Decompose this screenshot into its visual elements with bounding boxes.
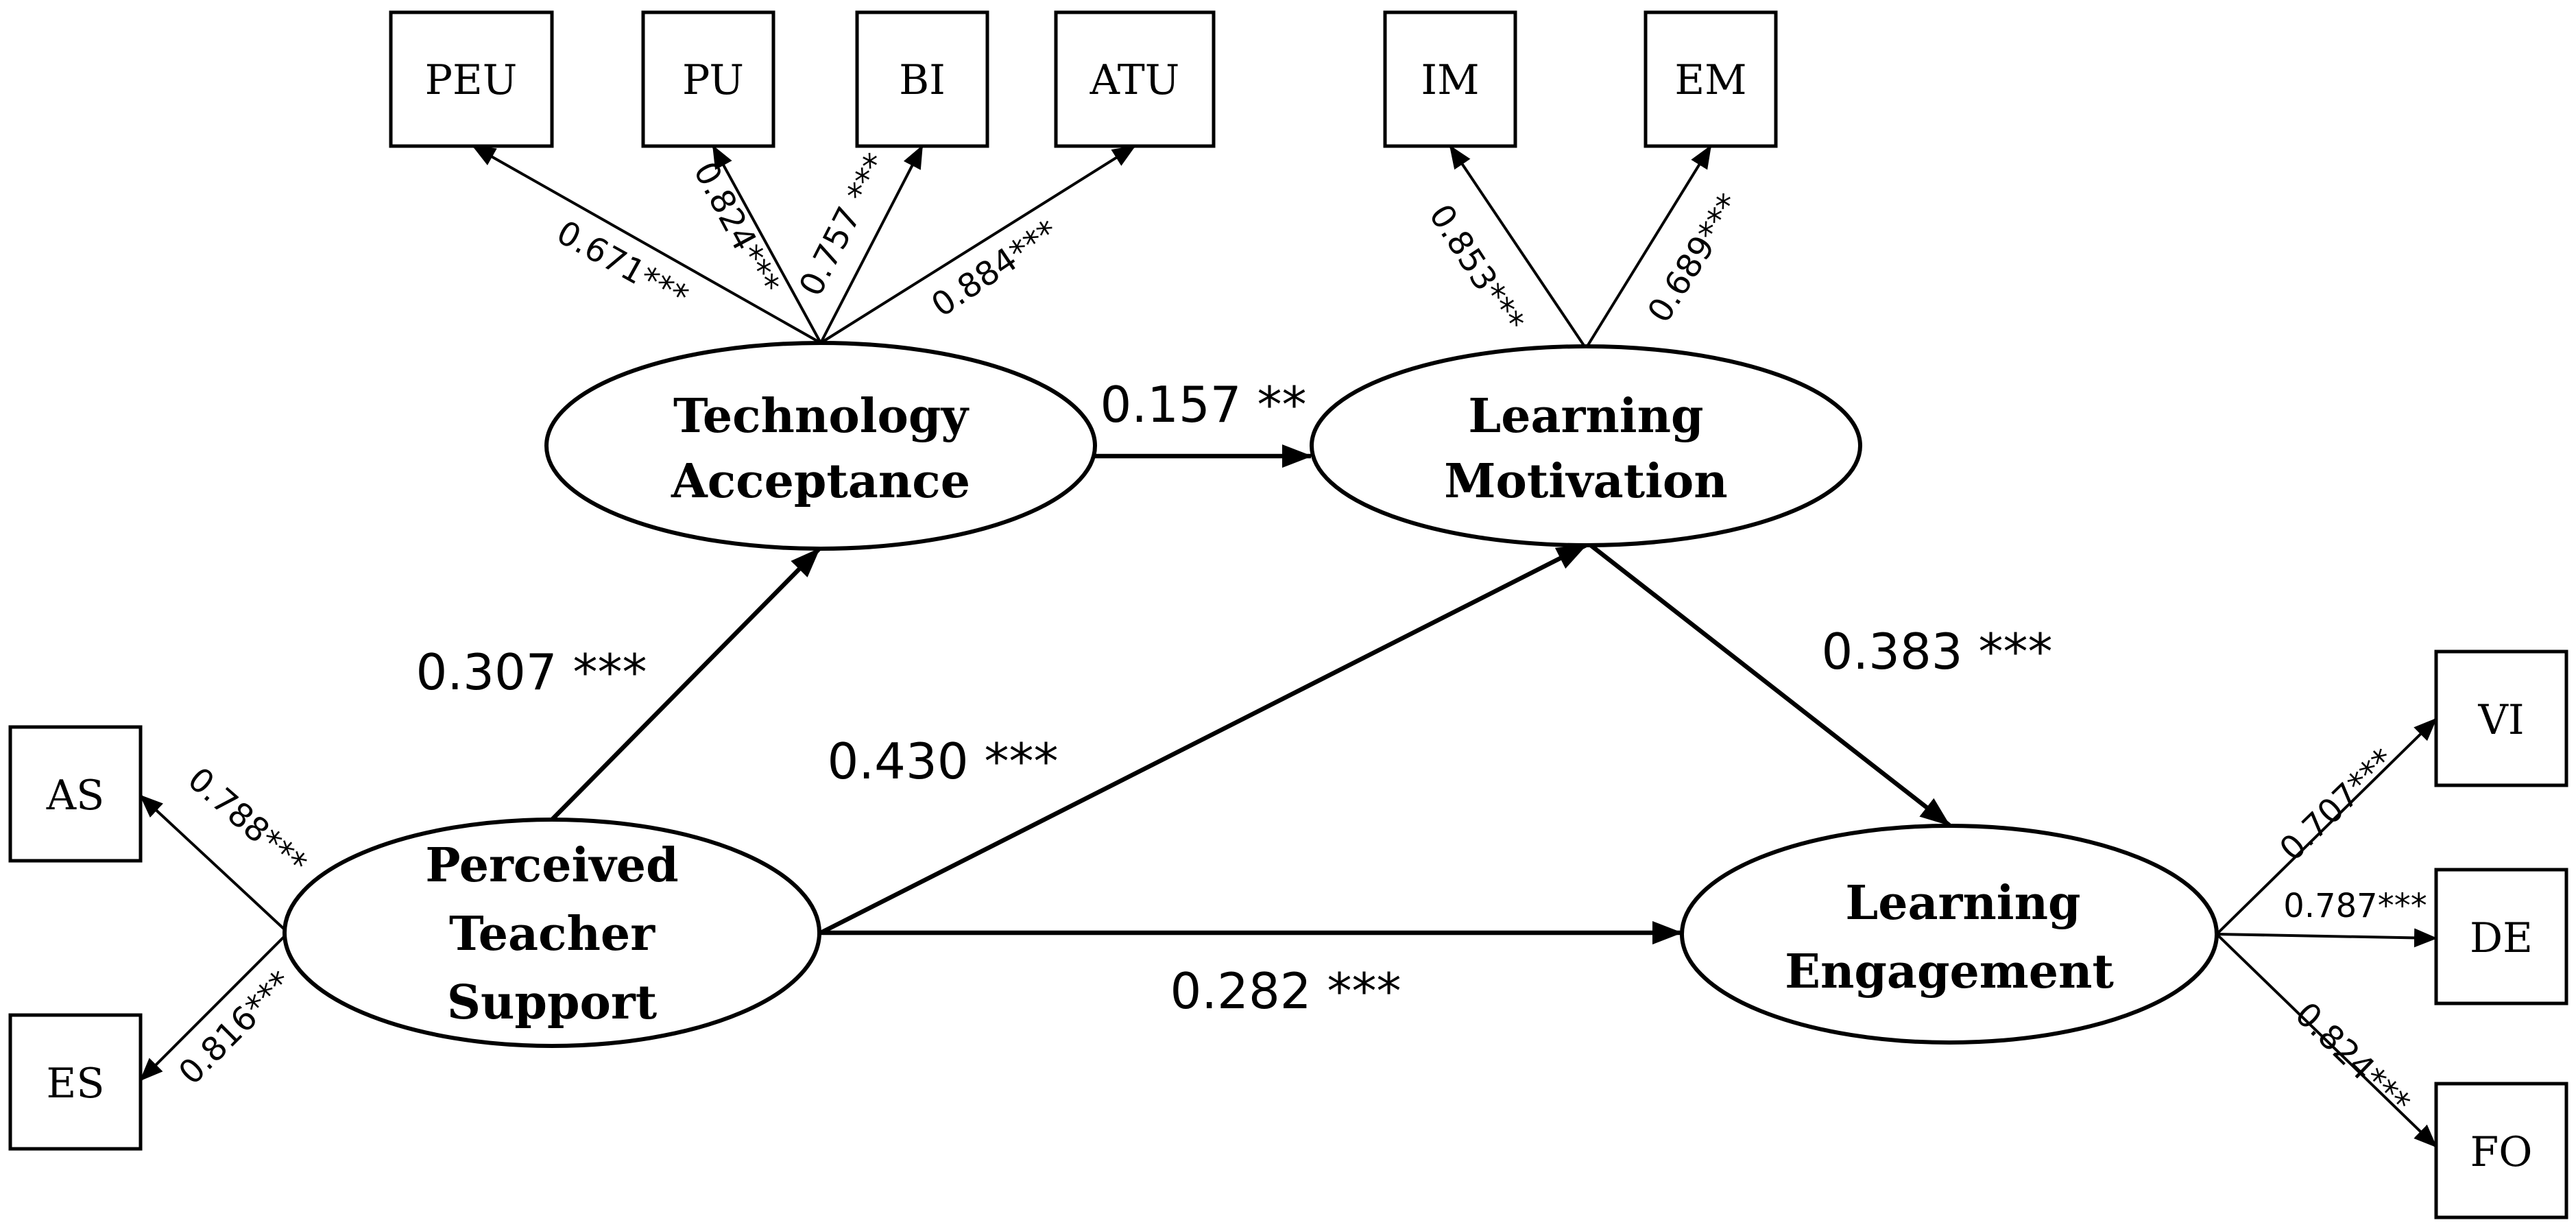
loading-label-vi: 0.707***	[2272, 741, 2403, 869]
indicator-fo: FO	[2434, 1082, 2568, 1219]
loading-arrow-es	[139, 933, 288, 1082]
loading-label-atu: 0.884***	[925, 213, 1066, 325]
path-label-ta-to-lm: 0.157 **	[1100, 376, 1306, 433]
indicator-bi-label: BI	[899, 56, 946, 104]
loading-arrow-fo	[2215, 933, 2437, 1148]
indicator-vi: VI	[2434, 650, 2568, 787]
loading-label-em: 0.689***	[1640, 187, 1748, 329]
indicator-pu: PU	[641, 10, 775, 148]
path-arrow-pts-to-lm	[819, 543, 1587, 935]
path-arrow-lm-to-le	[1589, 543, 1951, 827]
loading-arrow-em	[1585, 145, 1712, 350]
indicator-bi: BI	[855, 10, 989, 148]
loading-label-im: 0.853***	[1421, 198, 1532, 339]
indicator-as-label: AS	[46, 772, 104, 820]
latent-learning-motivation: Learning Motivation	[1310, 344, 1862, 547]
loading-label-de: 0.787***	[2283, 887, 2427, 925]
loading-arrow-de	[2216, 928, 2437, 948]
loading-arrow-atu	[819, 145, 1136, 344]
indicator-peu: PEU	[389, 10, 554, 148]
indicator-em-label: EM	[1674, 56, 1746, 104]
latent-learning-motivation-line2: Motivation	[1444, 454, 1727, 509]
indicator-atu-label: ATU	[1090, 56, 1180, 104]
latent-perceived-teacher-support-line1: Perceived	[425, 838, 678, 893]
indicator-as: AS	[8, 725, 143, 863]
loading-arrow-im	[1449, 145, 1587, 350]
loading-arrow-peu	[472, 145, 821, 344]
loading-arrow-bi	[819, 145, 924, 344]
latent-learning-engagement-line2: Engagement	[1785, 944, 2114, 999]
path-label-pts-to-lm: 0.430 ***	[827, 732, 1058, 790]
indicator-de-label: DE	[2470, 914, 2533, 962]
indicator-peu-label: PEU	[425, 56, 518, 104]
latent-perceived-teacher-support-line2: Teacher	[449, 907, 655, 962]
loading-label-fo: 0.824***	[2287, 995, 2418, 1123]
indicator-fo-label: FO	[2470, 1128, 2533, 1176]
indicator-vi-label: VI	[2477, 696, 2524, 744]
indicator-im: IM	[1383, 10, 1517, 148]
indicator-de: DE	[2434, 868, 2568, 1005]
path-label-lm-to-le: 0.383 ***	[1821, 623, 2052, 680]
latent-technology-acceptance-line1: Technology	[673, 389, 970, 444]
loading-label-es: 0.816***	[171, 964, 300, 1093]
loading-arrow-vi	[2215, 717, 2437, 936]
latent-learning-motivation-line1: Learning	[1468, 389, 1703, 444]
path-label-pts-to-le: 0.282 ***	[1170, 962, 1401, 1020]
indicator-es-label: ES	[47, 1060, 105, 1108]
loading-arrow-pu	[712, 145, 822, 344]
loading-label-as: 0.788***	[180, 760, 314, 883]
indicator-atu: ATU	[1054, 10, 1216, 148]
path-label-pts-to-ta: 0.307 ***	[416, 643, 647, 701]
latent-perceived-teacher-support-line3: Support	[447, 975, 658, 1030]
indicator-em: EM	[1644, 10, 1778, 148]
latent-technology-acceptance: Technology Acceptance	[544, 341, 1097, 551]
indicator-es: ES	[8, 1013, 143, 1151]
loading-label-pu: 0.824***	[686, 156, 787, 300]
loading-arrow-as	[139, 794, 288, 933]
indicator-pu-label: PU	[682, 56, 744, 104]
latent-learning-engagement-line1: Learning	[1845, 876, 2080, 931]
latent-technology-acceptance-line2: Acceptance	[671, 454, 970, 509]
indicator-im-label: IM	[1421, 56, 1479, 104]
path-arrow-pts-to-ta	[550, 547, 821, 822]
latent-learning-engagement: Learning Engagement	[1680, 824, 2219, 1045]
loading-label-peu: 0.671***	[551, 213, 695, 317]
latent-perceived-teacher-support: Perceived Teacher Support	[282, 818, 821, 1048]
